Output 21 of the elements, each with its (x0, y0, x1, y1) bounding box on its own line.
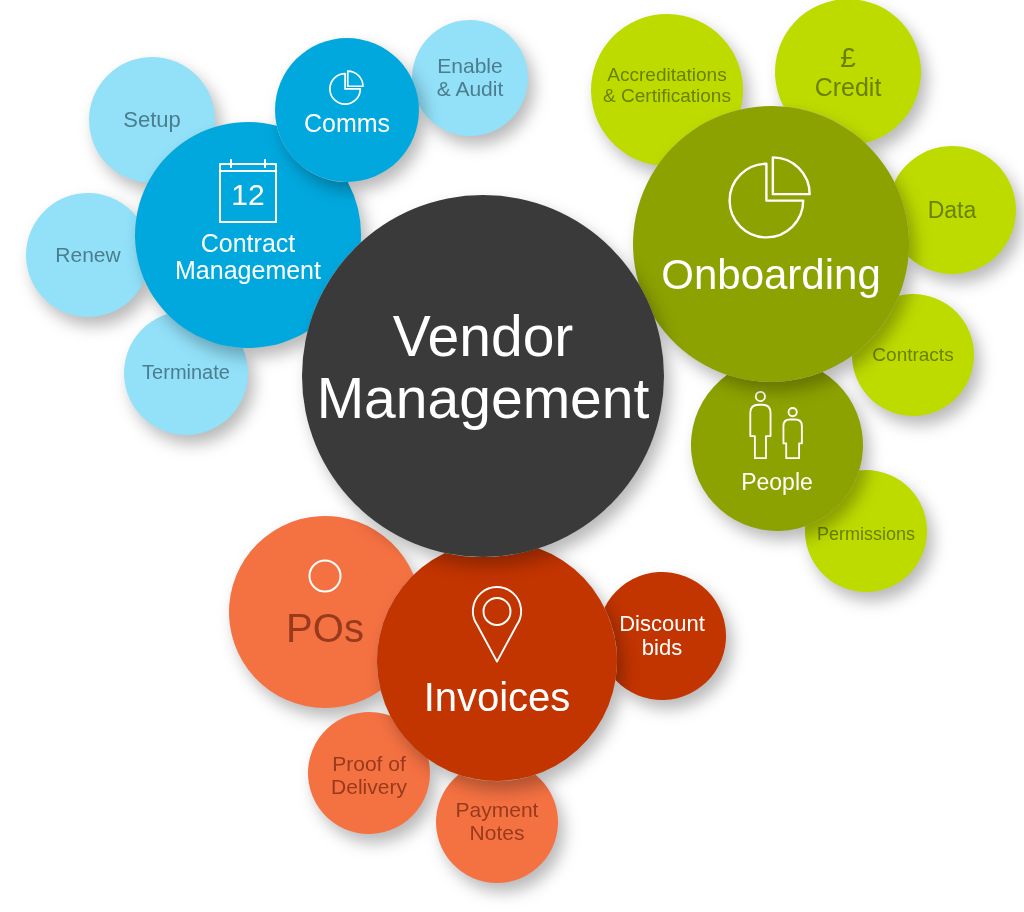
topic-label: Setup (123, 108, 181, 132)
topic-label: Proof of Delivery (330, 753, 408, 799)
topic-label: Accreditations & Certifications (602, 65, 732, 107)
topic-label: Comms (303, 109, 391, 137)
topic-label: Enable & Audit (435, 55, 505, 101)
topic-label: Contract Management (174, 230, 322, 284)
topic-label: Data (927, 197, 977, 223)
topic-label: Payment Notes (454, 799, 540, 845)
hub-label: Vendor Management (315, 306, 651, 430)
topic-label: Terminate (142, 362, 230, 384)
topic-label: Discount bids (618, 612, 706, 660)
topic-label: Onboarding (661, 252, 881, 298)
topic-label: Renew (55, 243, 121, 267)
calendar-date: 12 (230, 180, 266, 210)
topic-label: People (741, 469, 813, 495)
topic-label: Credit (814, 73, 882, 101)
topic-label: POs (286, 607, 364, 651)
topic-label: Contracts (872, 344, 954, 366)
topic-label: Permissions (817, 525, 915, 545)
topic-label: Invoices (423, 676, 571, 720)
topic-label: £ (840, 43, 856, 74)
